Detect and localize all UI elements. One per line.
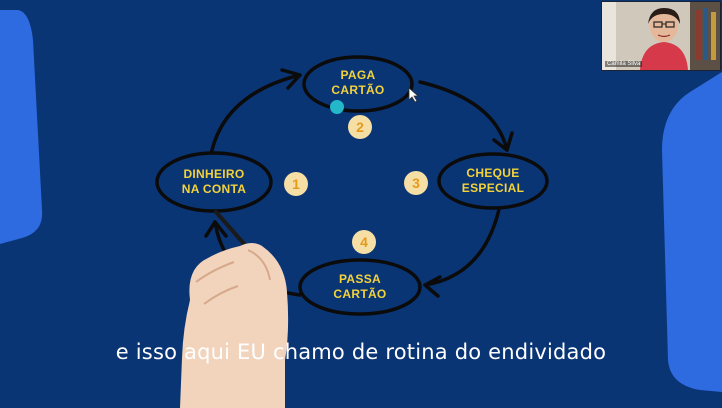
mouse-cursor-icon: [408, 87, 420, 103]
participant-video-thumbnail[interactable]: Camila Silva: [601, 1, 721, 71]
node-label-cheque-especial: CHEQUE ESPECIAL: [453, 166, 533, 196]
node-line1: PAGA: [340, 68, 376, 82]
node-line1: CHEQUE: [466, 166, 520, 180]
arrow-top-left: [208, 73, 302, 162]
node-label-paga-cartao: PAGA CARTÃO: [318, 68, 398, 98]
subtitle-caption: e isso aqui EU chamo de rotina do endivi…: [115, 340, 607, 364]
arrowhead-bottom-left: [204, 220, 228, 238]
node-line2: ESPECIAL: [461, 181, 525, 195]
node-label-dinheiro-na-conta: DINHEIRO NA CONTA: [169, 167, 259, 197]
node-line1: DINHEIRO: [183, 167, 245, 181]
node-line2: NA CONTA: [181, 182, 247, 196]
node-oval-dinheiro-na-conta: [155, 151, 273, 213]
step-badge-2: 2: [348, 115, 372, 139]
arrowhead-top-right: [492, 131, 514, 152]
arrowhead-top-left: [280, 68, 302, 90]
hand-illustration: [180, 210, 289, 408]
arrow-bottom-right: [423, 203, 502, 287]
step-badge-3: 3: [404, 171, 428, 195]
node-oval-cheque-especial: [437, 152, 549, 210]
node-oval-passa-cartao: [298, 258, 422, 316]
step-badge-4: 4: [352, 230, 376, 254]
node-label-passa-cartao: PASSA CARTÃO: [320, 272, 400, 302]
participant-video-frame: [602, 2, 720, 70]
node-line2: CARTÃO: [333, 287, 387, 301]
node-oval-paga-cartao: [302, 55, 414, 113]
left-decorative-shape: [0, 10, 43, 244]
arrow-top-right: [418, 80, 509, 152]
arrowhead-bottom-right: [423, 275, 442, 298]
step-badge-1: 1: [284, 172, 308, 196]
right-decorative-shape: [662, 72, 722, 392]
pointer-dot: [330, 100, 344, 114]
node-line2: CARTÃO: [331, 83, 385, 97]
participant-name-label: Camila Silva: [605, 61, 643, 67]
node-line1: PASSA: [339, 272, 381, 286]
